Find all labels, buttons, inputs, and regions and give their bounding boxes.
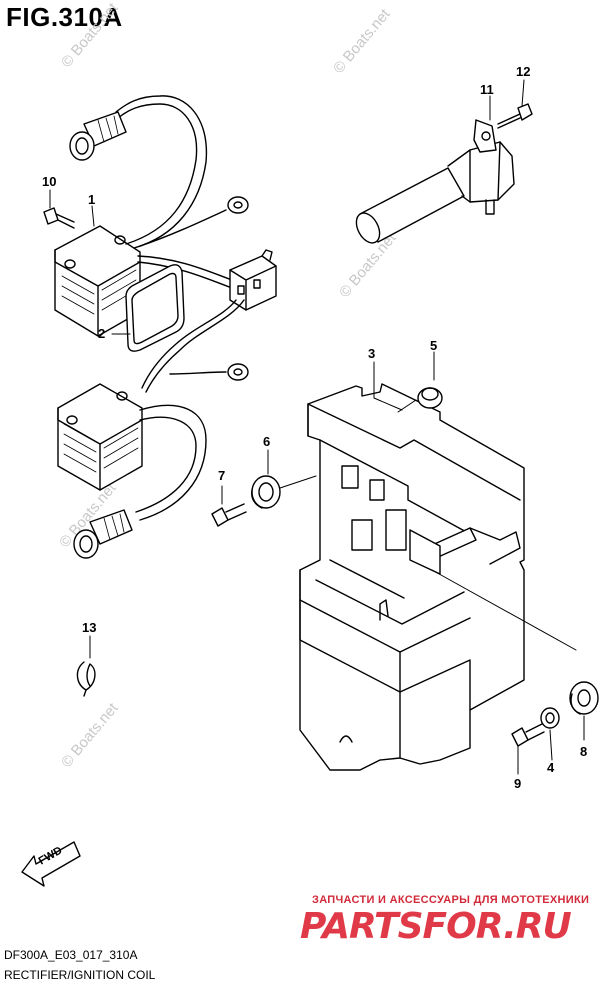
fwd-arrow [21,841,81,887]
grommet-8 [569,681,599,715]
callout-10: 10 [42,174,57,189]
callout-8: 8 [580,744,588,759]
grommet-5 [417,387,443,409]
diagram-code: DF300A_E03_017_310A [4,948,138,962]
grommet-6 [251,475,281,509]
bolt-9 [511,723,545,747]
rectifier-lower [57,383,207,559]
callout-13: 13 [82,620,97,635]
callout-11: 11 [480,82,494,97]
washer-4 [540,707,560,729]
callout-12: 12 [516,64,531,79]
brand-logo: PARTSFOR.RU [300,906,572,947]
bolt-7 [211,503,247,527]
callout-7: 7 [218,468,226,483]
callout-4: 4 [547,760,555,775]
gasket [125,264,185,352]
clip-13 [76,661,96,697]
bolt-10 [43,207,75,229]
coupler [229,249,277,311]
bolt-12 [497,103,533,129]
callout-3: 3 [368,346,376,361]
ignition-coil [355,119,515,244]
callout-5: 5 [430,338,438,353]
figure-title: FIG.310A [6,2,123,32]
brand-tagline: ЗАПЧАСТИ И АКСЕССУАРЫ ДЛЯ МОТОТЕХНИКИ [312,894,590,906]
coil-case [299,383,525,771]
callout-2: 2 [98,326,106,341]
leader-lines [49,79,585,775]
callout-6: 6 [263,434,271,449]
callout-1: 1 [88,192,96,207]
diagram-caption: RECTIFIER/IGNITION COIL [4,968,156,982]
callout-9: 9 [514,776,522,791]
